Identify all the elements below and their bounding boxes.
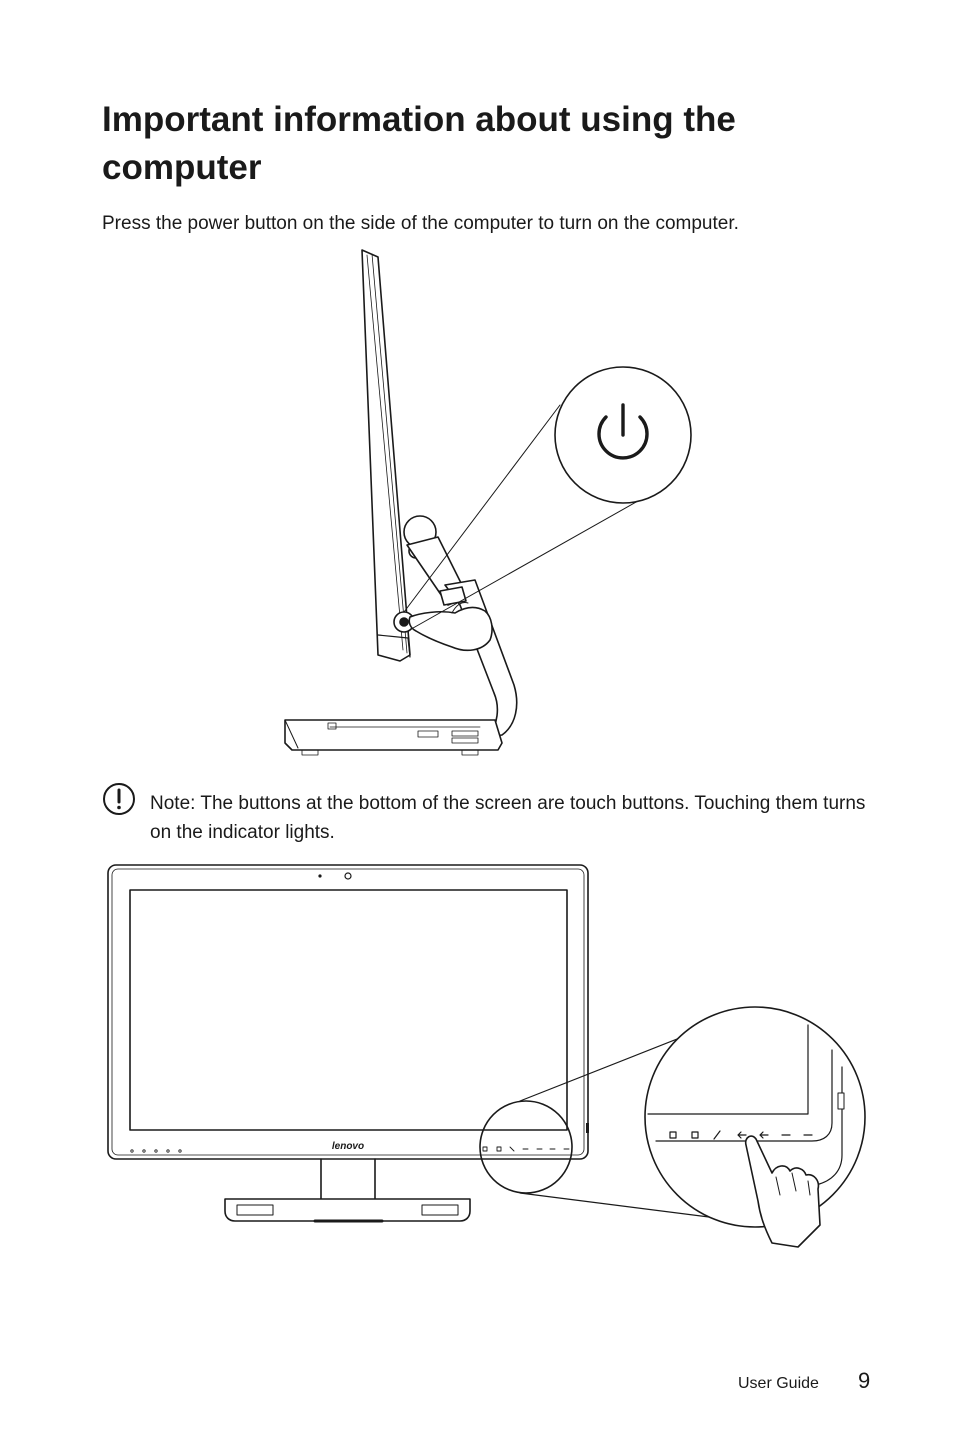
touch-callout-source [479,1100,573,1194]
touch-callout-circle [644,1006,866,1228]
note-body: The buttons at the bottom of the screen … [150,793,866,843]
monitor-side-panel [361,249,411,662]
touch-buttons-small [482,1146,570,1152]
touch-buttons-large [669,1130,813,1140]
callout-detail [647,1024,845,1186]
stand-base [284,719,503,751]
monitor-base [224,1198,471,1222]
page-number: 9 [858,1368,871,1393]
monitor-brand: lenovo [332,1141,364,1152]
webcam [344,872,352,880]
footer-label: User Guide [738,1375,819,1392]
indicator-lights [130,1149,182,1153]
note-icon [103,783,135,815]
touching-hand [744,1135,821,1248]
side-view-illustration [284,249,692,756]
front-view-illustration: lenovo [107,864,866,1248]
note-text: Note: The buttons at the bottom of the s… [150,789,890,847]
note-label: Note: [150,793,196,814]
monitor-screen [129,889,568,1131]
power-icon [597,403,649,460]
hand [408,606,493,652]
intro-paragraph: Press the power button on the side of th… [102,213,739,234]
page-title: Important information about using the co… [102,100,736,187]
